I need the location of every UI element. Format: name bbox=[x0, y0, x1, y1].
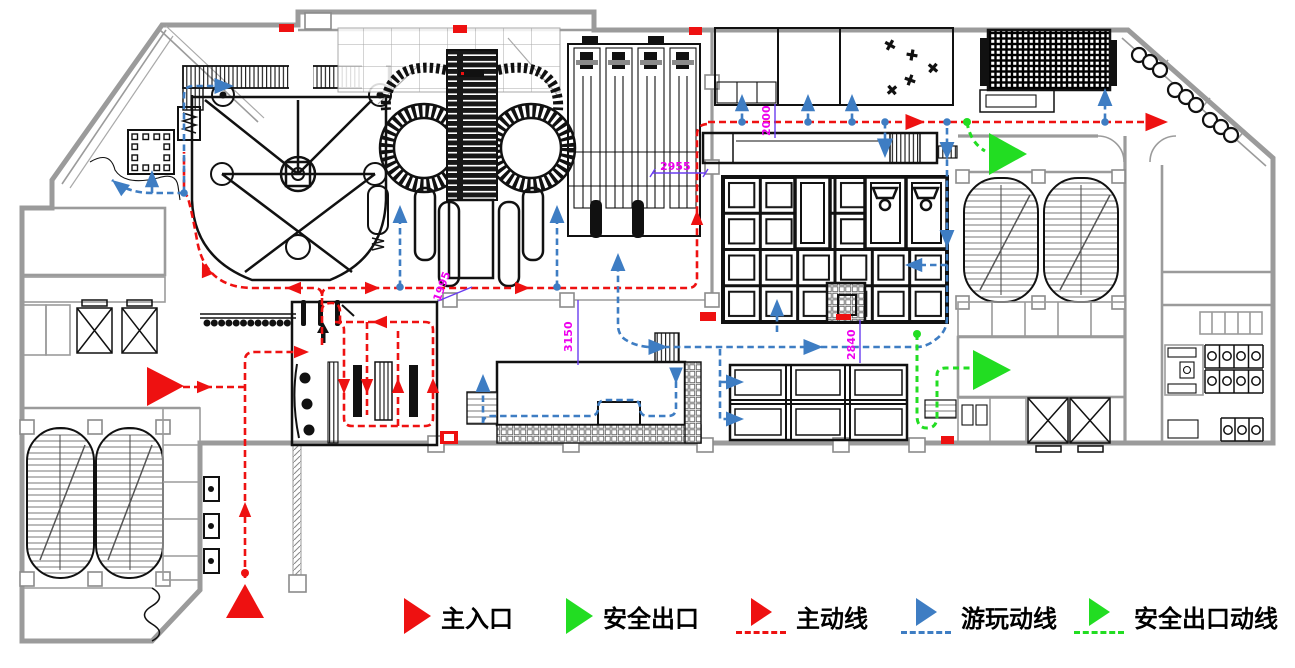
racing-slides bbox=[567, 36, 701, 238]
dim-3150: 3150 bbox=[562, 321, 575, 352]
top-rooms bbox=[714, 27, 954, 106]
spiral-slides bbox=[337, 27, 577, 288]
dim-2840: 2840 bbox=[845, 329, 858, 360]
trampoline-zone bbox=[701, 131, 958, 324]
rope-course-structure bbox=[127, 60, 392, 282]
legend-item-safety-exit: 安全出口 bbox=[566, 592, 699, 640]
safety-exit-marker-mid bbox=[973, 350, 1011, 390]
route-exit bbox=[913, 118, 1027, 430]
lounge-seats bbox=[1130, 46, 1240, 144]
service-boxes bbox=[203, 476, 220, 574]
chair-symbols bbox=[884, 39, 939, 96]
route-main bbox=[147, 112, 1168, 618]
hoop-symbol bbox=[871, 186, 940, 212]
route-play bbox=[107, 77, 1113, 427]
legend-label: 主动线 bbox=[796, 605, 868, 633]
legend-item-main-entrance: 主入口 bbox=[404, 592, 513, 640]
main-entrance-marker-bottom bbox=[226, 584, 264, 618]
legend-label: 游玩动线 bbox=[961, 605, 1057, 633]
elevator bbox=[76, 299, 158, 354]
exit-route-legend-icon bbox=[1074, 598, 1124, 634]
main-route-legend-icon bbox=[736, 598, 786, 634]
play-route-legend-icon bbox=[901, 598, 951, 634]
main-entrance-marker-left bbox=[147, 367, 184, 406]
legend-label: 主入口 bbox=[441, 605, 513, 633]
elevator bbox=[1027, 397, 1111, 453]
safety-exit-marker-top bbox=[989, 133, 1027, 175]
dim-2955: 2955 bbox=[660, 160, 691, 173]
legend-item-play-route: 游玩动线 bbox=[901, 592, 1057, 640]
main-entrance-legend-icon bbox=[404, 598, 431, 634]
left-escalator-block bbox=[19, 206, 220, 642]
safety-exit-legend-icon bbox=[566, 598, 593, 634]
right-escalator-block bbox=[924, 169, 1127, 453]
legend-item-exit-route: 安全出口动线 bbox=[1074, 592, 1278, 640]
toilets bbox=[1164, 311, 1264, 442]
legend-label: 安全出口 bbox=[603, 605, 699, 633]
party-tables bbox=[728, 363, 909, 442]
pool bbox=[466, 332, 702, 444]
net-court bbox=[979, 28, 1117, 113]
exit-signs bbox=[279, 24, 954, 444]
legend-label: 安全出口动线 bbox=[1134, 605, 1278, 633]
dim-2000: 2000 bbox=[760, 105, 773, 136]
legend-item-main-route: 主动线 bbox=[736, 592, 868, 640]
dotted-room bbox=[127, 129, 175, 175]
